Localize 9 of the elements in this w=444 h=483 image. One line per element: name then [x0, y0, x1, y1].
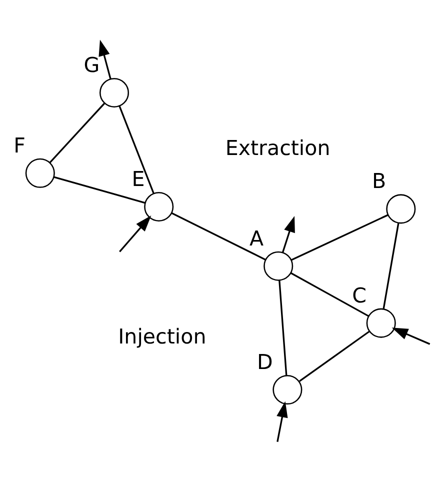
node-label: A — [249, 226, 264, 250]
node-label: B — [372, 168, 386, 193]
node-label: D — [257, 349, 273, 374]
node-label: F — [14, 132, 26, 157]
node-label: C — [352, 282, 366, 307]
legend-label: Injection — [118, 324, 206, 348]
legend-label: Extraction — [225, 135, 330, 160]
node-label: E — [132, 166, 145, 190]
node-label: G — [84, 52, 100, 76]
